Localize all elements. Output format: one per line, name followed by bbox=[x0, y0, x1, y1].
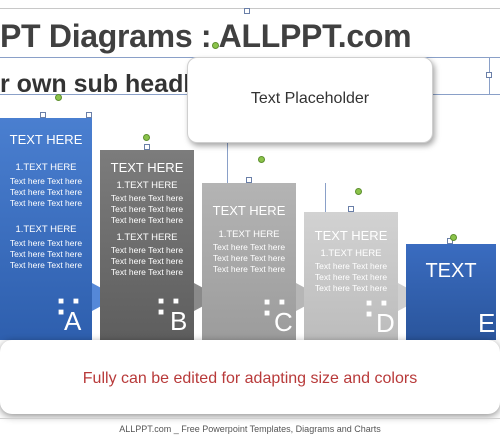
resize-handle[interactable] bbox=[348, 206, 354, 212]
top-rule bbox=[0, 8, 500, 9]
block-e-heading: TEXT bbox=[425, 260, 477, 282]
rotate-handle[interactable] bbox=[55, 94, 62, 101]
block-e-letter: E bbox=[478, 308, 496, 338]
block-b-line: Text here Text here bbox=[110, 215, 184, 225]
block-a-line: Text here Text here bbox=[9, 176, 83, 186]
text-placeholder-callout[interactable]: Text Placeholder bbox=[187, 57, 433, 143]
block-b-group1-title: 1.TEXT HERE bbox=[116, 180, 178, 191]
block-a-line: Text here Text here bbox=[9, 238, 83, 248]
dotted-handles: ■ ■ ■ bbox=[158, 296, 182, 318]
block-c-line: Text here Text here bbox=[212, 242, 286, 252]
rotate-handle[interactable] bbox=[258, 156, 265, 163]
dotted-handles: ■ ■ ■ bbox=[58, 296, 82, 318]
step-block-b[interactable]: TEXT HERE 1.TEXT HERE Text here Text her… bbox=[100, 150, 194, 340]
resize-handle[interactable] bbox=[246, 177, 252, 183]
caption-text: Fully can be edited for adapting size an… bbox=[82, 370, 418, 387]
block-a-group2-title: 1.TEXT HERE bbox=[15, 224, 77, 235]
rotate-handle[interactable] bbox=[212, 42, 219, 49]
rotate-handle[interactable] bbox=[450, 234, 457, 241]
block-d-line: Text here Text here bbox=[314, 283, 388, 293]
caption-box[interactable]: Fully can be edited for adapting size an… bbox=[0, 340, 500, 414]
block-b-line: Text here Text here bbox=[110, 256, 184, 266]
resize-handle[interactable] bbox=[144, 144, 150, 150]
slide-subtitle[interactable]: r own sub headl bbox=[0, 70, 191, 98]
block-a-line: Text here Text here bbox=[9, 260, 83, 270]
block-d-line: Text here Text here bbox=[314, 272, 388, 282]
rotate-handle[interactable] bbox=[143, 134, 150, 141]
block-a-line: Text here Text here bbox=[9, 249, 83, 259]
block-b-line: Text here Text here bbox=[110, 245, 184, 255]
rotate-handle[interactable] bbox=[355, 188, 362, 195]
resize-handle[interactable] bbox=[40, 112, 46, 118]
block-c-group1-title: 1.TEXT HERE bbox=[218, 229, 280, 240]
block-a-heading: TEXT HERE bbox=[9, 132, 83, 147]
dotted-handles: ■ ■ ■ bbox=[264, 297, 288, 319]
step-block-d[interactable]: TEXT HERE 1.TEXT HERE Text here Text her… bbox=[304, 212, 398, 340]
dotted-handles: ■ ■ ■ bbox=[366, 298, 390, 320]
block-d-letter: D bbox=[376, 308, 395, 338]
block-c-line: Text here Text here bbox=[212, 264, 286, 274]
block-b-line: Text here Text here bbox=[110, 204, 184, 214]
resize-handle[interactable] bbox=[486, 72, 492, 78]
block-a-group1-title: 1.TEXT HERE bbox=[15, 162, 77, 173]
callout-text: Text Placeholder bbox=[250, 90, 370, 107]
block-a-letter: A bbox=[64, 306, 82, 336]
block-c-letter: C bbox=[274, 307, 293, 337]
block-b-heading: TEXT HERE bbox=[110, 160, 184, 175]
block-a-line: Text here Text here bbox=[9, 187, 83, 197]
block-b-group2-title: 1.TEXT HERE bbox=[116, 232, 178, 243]
step-block-c[interactable]: TEXT HERE 1.TEXT HERE Text here Text her… bbox=[202, 183, 296, 340]
block-c-line: Text here Text here bbox=[212, 253, 286, 263]
block-b-line: Text here Text here bbox=[110, 193, 184, 203]
footer-text: ALLPPT.com _ Free Powerpoint Templates, … bbox=[119, 424, 381, 434]
step-block-a[interactable]: TEXT HERE 1.TEXT HERE Text here Text her… bbox=[0, 118, 92, 340]
block-d-heading: TEXT HERE bbox=[314, 228, 388, 243]
block-a-line: Text here Text here bbox=[9, 198, 83, 208]
block-d-line: Text here Text here bbox=[314, 261, 388, 271]
resize-handle[interactable] bbox=[244, 8, 250, 14]
footer-rule bbox=[0, 418, 500, 419]
step-block-e[interactable]: TEXT E bbox=[406, 244, 496, 340]
slide-title[interactable]: PT Diagrams : ALLPPT.com bbox=[0, 18, 412, 54]
resize-handle[interactable] bbox=[86, 112, 92, 118]
block-c-heading: TEXT HERE bbox=[212, 203, 286, 218]
block-b-letter: B bbox=[170, 306, 188, 336]
block-d-group1-title: 1.TEXT HERE bbox=[320, 248, 382, 259]
block-b-line: Text here Text here bbox=[110, 267, 184, 277]
